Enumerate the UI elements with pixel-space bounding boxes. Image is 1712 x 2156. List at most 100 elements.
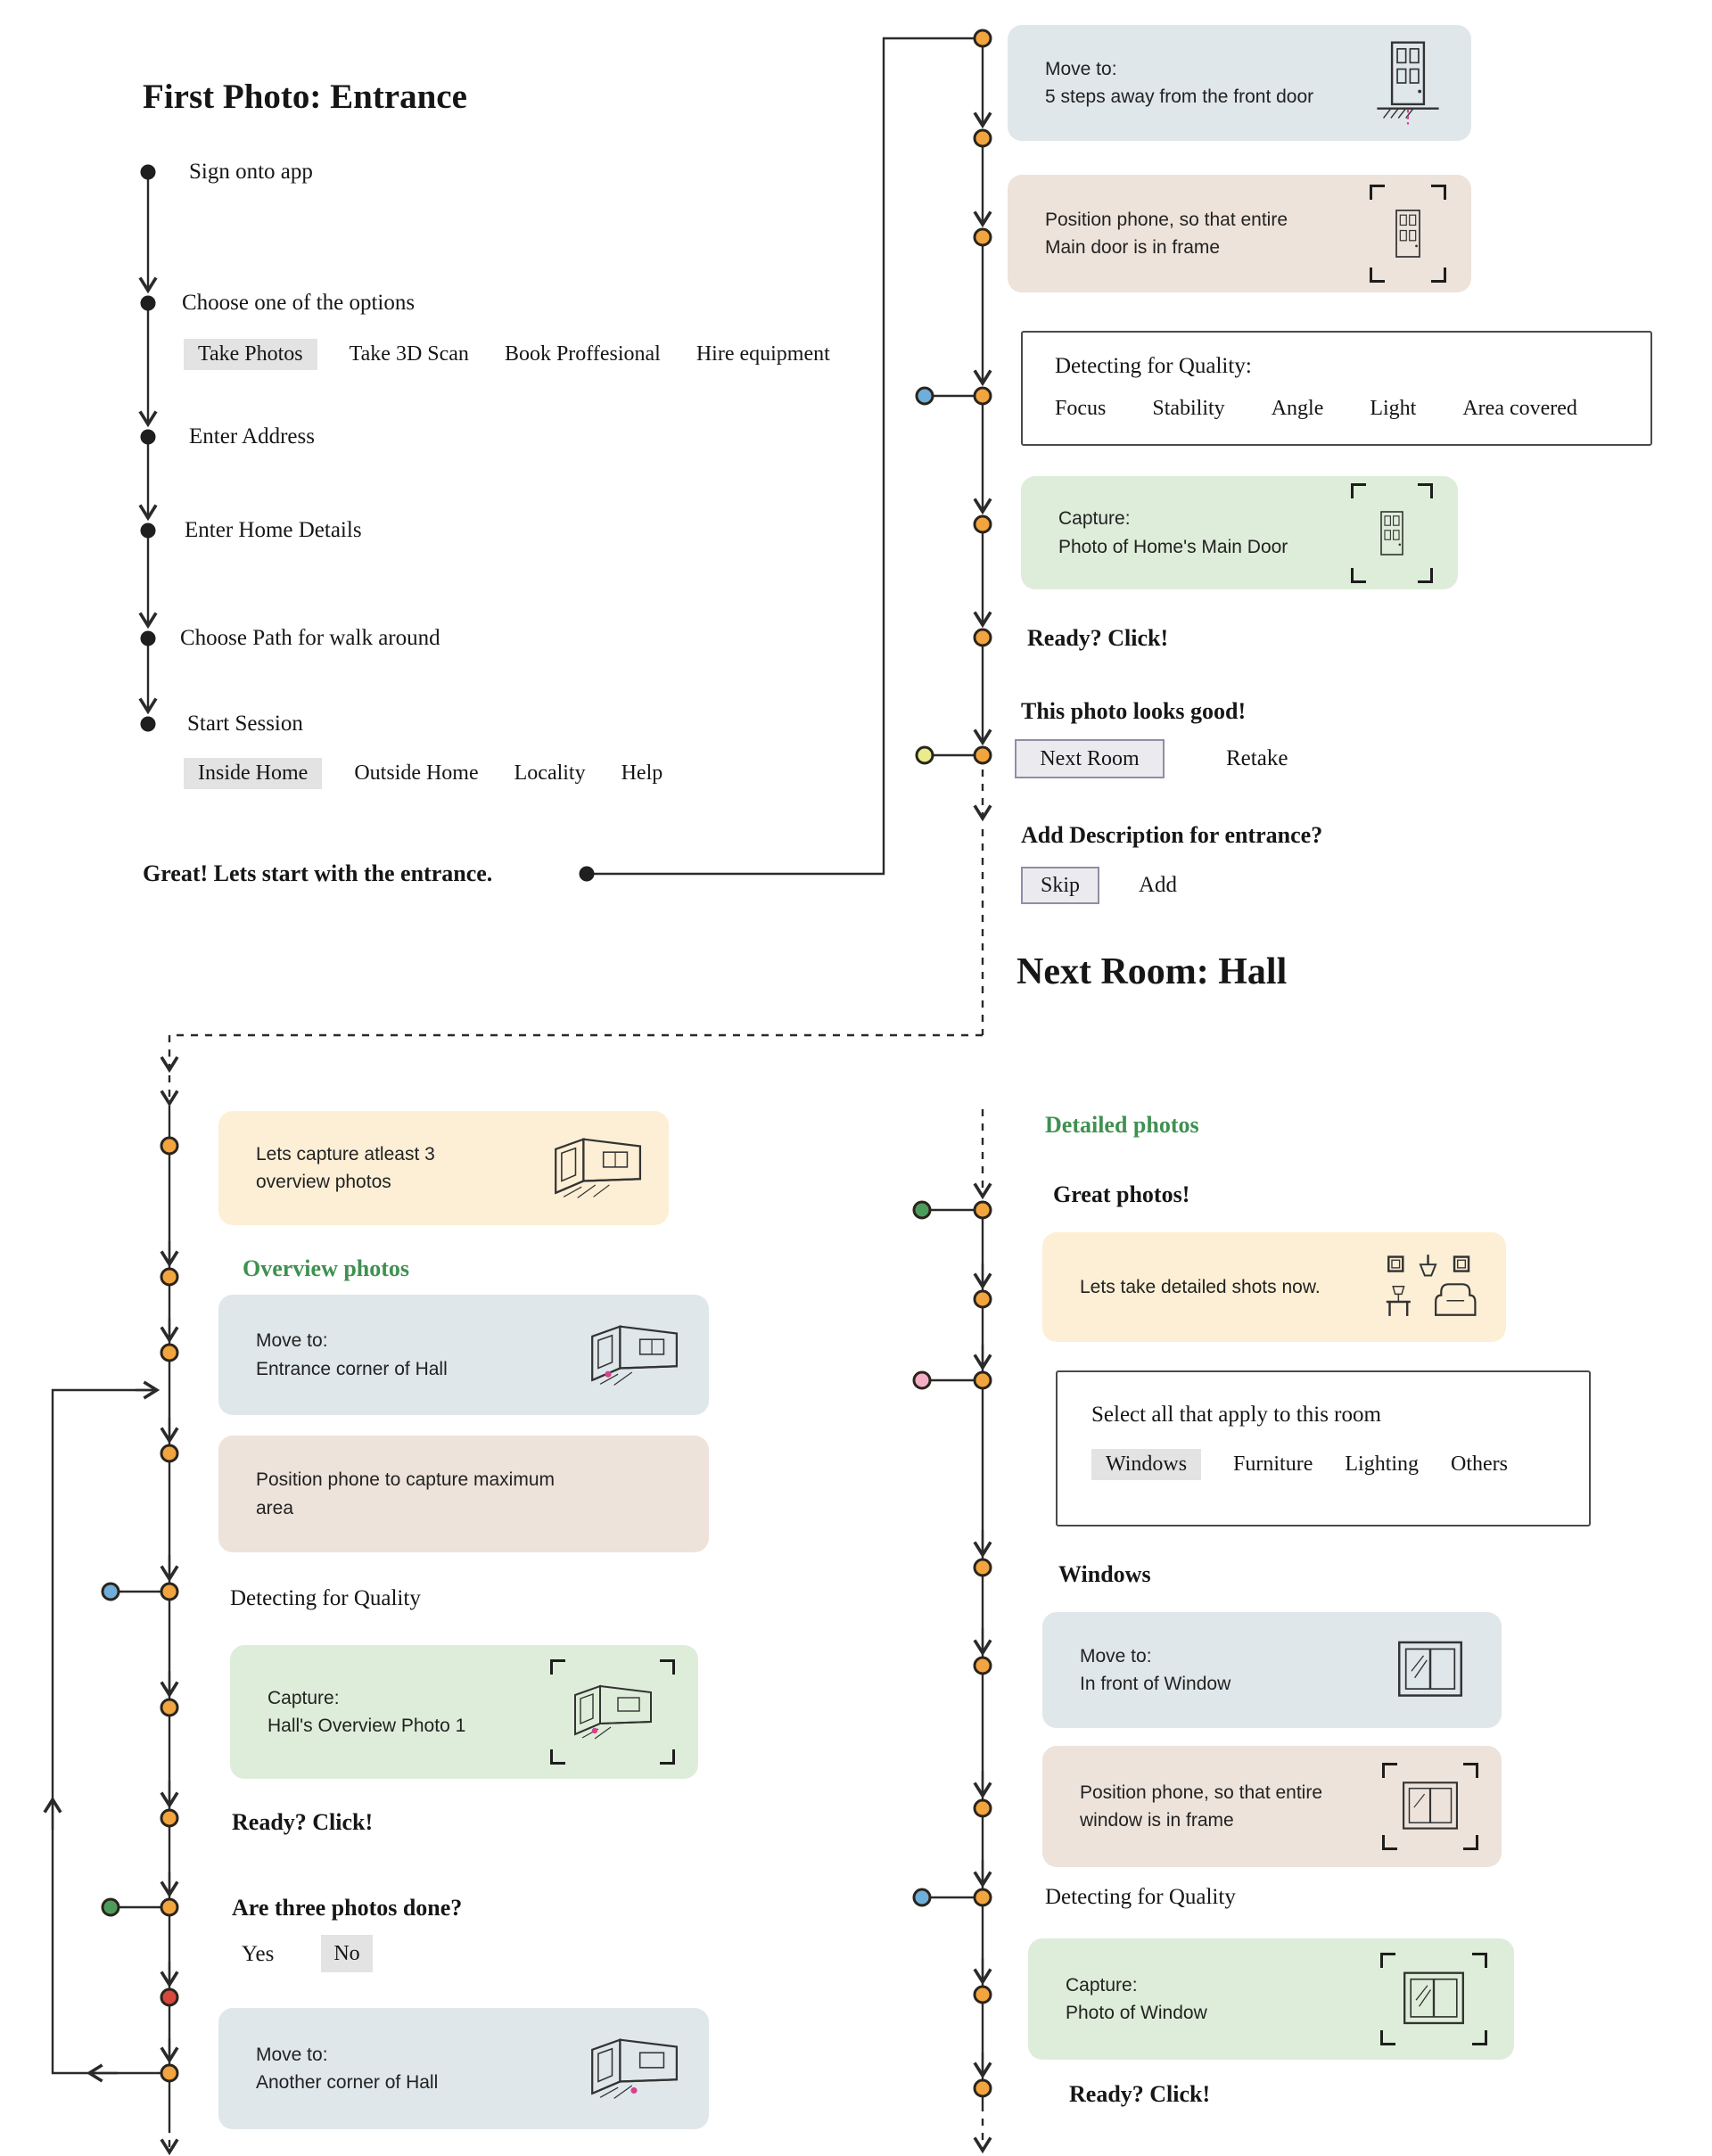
quality-title: Detecting for Quality:: [1055, 354, 1252, 378]
card-move-another-corner: Move to: Another corner of Hall: [218, 2008, 709, 2129]
card-capture-main-door: Capture: Photo of Home's Main Door: [1021, 476, 1458, 589]
section-title-entrance: First Photo: Entrance: [143, 78, 467, 116]
flow-node: [973, 1370, 992, 1390]
step-label-start-session: Start Session: [187, 712, 303, 736]
door-icon: [1395, 210, 1420, 258]
photo-looks-good-label: This photo looks good!: [1021, 698, 1247, 724]
retake-button[interactable]: Retake: [1226, 746, 1288, 770]
option-outside-home[interactable]: Outside Home: [354, 761, 479, 785]
flow-node-start-session: [140, 716, 156, 732]
quality-item-angle: Angle: [1271, 397, 1324, 420]
option-take-photos[interactable]: Take Photos: [184, 339, 317, 370]
option-inside-home[interactable]: Inside Home: [184, 758, 323, 789]
flow-node: [973, 227, 992, 247]
quality-item-area: Area covered: [1462, 397, 1577, 420]
card-text: Move to: Entrance corner of Hall: [256, 1330, 448, 1379]
skip-button[interactable]: Skip: [1021, 867, 1099, 904]
select-options: Windows Furniture Lighting Others: [1091, 1449, 1555, 1480]
option-lighting[interactable]: Lighting: [1345, 1452, 1420, 1476]
flow-node-enter-address: [140, 429, 156, 445]
decision-node: [915, 745, 934, 765]
windows-section-heading: Windows: [1058, 1561, 1151, 1587]
detailed-photos-heading: Detailed photos: [1045, 1112, 1199, 1138]
flow-node: [973, 745, 992, 765]
card-text: Move to: 5 steps away from the front doo…: [1045, 58, 1314, 108]
furniture-icon: [1386, 1254, 1477, 1316]
flow-node-sign-on: [140, 164, 156, 180]
add-button[interactable]: Add: [1139, 873, 1178, 897]
card-capture-window: Capture: Photo of Window: [1028, 1938, 1514, 2060]
option-help[interactable]: Help: [621, 761, 663, 785]
flow-node: [973, 128, 992, 148]
option-windows[interactable]: Windows: [1091, 1449, 1202, 1480]
option-locality[interactable]: Locality: [514, 761, 586, 785]
option-take-3d-scan[interactable]: Take 3D Scan: [349, 342, 469, 366]
window-icon: [1403, 1782, 1458, 1830]
three-photos-question: Are three photos done?: [232, 1895, 463, 1921]
card-position-max-area: Position phone to capture maximum area: [218, 1436, 709, 1552]
select-box-title: Select all that apply to this room: [1091, 1403, 1381, 1427]
card-text: Capture: Photo of Home's Main Door: [1058, 508, 1288, 557]
flow-node: [160, 1267, 179, 1287]
window-icon: [1403, 1971, 1464, 2025]
flow-node: [973, 1558, 992, 1577]
step-label-choose-path: Choose Path for walk around: [180, 626, 440, 650]
card-text: Position phone to capture maximum area: [256, 1469, 556, 1518]
flow-node: [160, 2063, 179, 2083]
flow-node: [973, 1888, 992, 1907]
no-option[interactable]: No: [321, 1935, 373, 1972]
ready-click-label: Ready? Click!: [1069, 2081, 1211, 2107]
room-select-box: Select all that apply to this room Windo…: [1056, 1370, 1591, 1526]
section-title-hall: Next Room: Hall: [1017, 951, 1288, 992]
step-label-enter-home-details: Enter Home Details: [185, 518, 362, 542]
flow-node: [160, 1698, 179, 1717]
quality-item-stability: Stability: [1152, 397, 1225, 420]
card-capture-overview-1: Capture: Hall's Overview Photo 1: [230, 1645, 698, 1779]
room-corner-icon: [591, 2038, 679, 2099]
option-hire-equipment[interactable]: Hire equipment: [696, 342, 830, 366]
option-book-professional[interactable]: Book Proffesional: [504, 342, 661, 366]
flow-node: [973, 386, 992, 406]
flow-node: [973, 2078, 992, 2098]
selection-node: [912, 1370, 932, 1390]
flow-node-enter-home-details: [140, 523, 156, 539]
quality-check-node: [101, 1582, 120, 1601]
card-text: Move to: Another corner of Hall: [256, 2044, 439, 2094]
option-furniture[interactable]: Furniture: [1233, 1452, 1313, 1476]
quality-item-light: Light: [1370, 397, 1417, 420]
entrance-start-message: Great! Lets start with the entrance.: [143, 860, 493, 886]
card-position-window: Position phone, so that entire window is…: [1042, 1746, 1502, 1867]
card-position-main-door: Position phone, so that entire Main door…: [1008, 175, 1471, 292]
flow-node: [160, 1444, 179, 1463]
position-marker-dot: [605, 1370, 612, 1378]
flow-node: [973, 29, 992, 48]
card-text: Position phone, so that entire Main door…: [1045, 209, 1288, 259]
flow-node: [973, 628, 992, 647]
photo-option-row: Take Photos Take 3D Scan Book Proffesion…: [184, 339, 834, 370]
step-label-enter-address: Enter Address: [189, 424, 315, 448]
flow-node: [160, 1808, 179, 1828]
yes-option[interactable]: Yes: [242, 1942, 275, 1966]
room-corner-icon: [574, 1684, 652, 1740]
next-room-button[interactable]: Next Room: [1015, 739, 1165, 778]
card-text: Capture: Hall's Overview Photo 1: [268, 1687, 466, 1737]
loop-node: [160, 1987, 179, 2007]
step-label-sign-on: Sign onto app: [189, 160, 313, 184]
position-marker-dot: [591, 1727, 598, 1734]
room-corner-icon: [591, 1324, 679, 1386]
card-text: Position phone, so that entire window is…: [1080, 1782, 1323, 1831]
card-detailed-intro: Lets take detailed shots now.: [1042, 1232, 1506, 1342]
quality-detection-box: Detecting for Quality: Focus Stability A…: [1021, 331, 1652, 446]
great-photos-label: Great photos!: [1053, 1181, 1190, 1207]
frame-brackets: [1382, 1763, 1478, 1850]
flow-node: [973, 1656, 992, 1675]
card-text: Capture: Photo of Window: [1066, 1974, 1207, 2024]
capture-brackets: [550, 1659, 675, 1765]
flow-node: [973, 1289, 992, 1309]
option-others[interactable]: Others: [1451, 1452, 1509, 1476]
session-option-row: Inside Home Outside Home Locality Help: [184, 758, 666, 789]
capture-brackets: [1351, 482, 1433, 583]
card-move-window: Move to: In front of Window: [1042, 1612, 1502, 1728]
flow-node-entrance-start: [579, 866, 595, 882]
